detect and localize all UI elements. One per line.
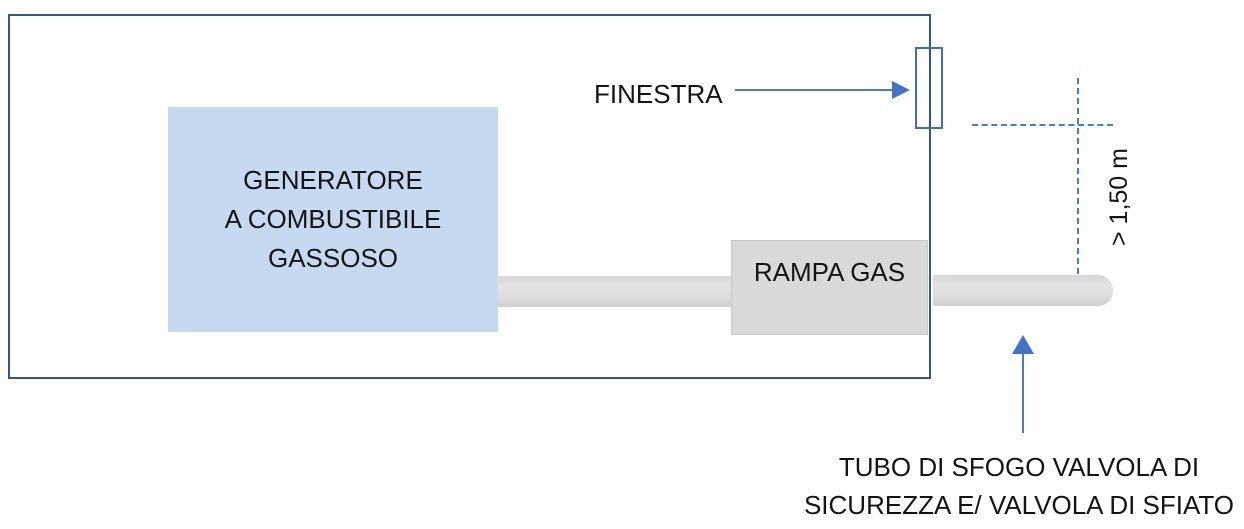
room-outline [8,14,931,379]
vent-pipe-label: TUBO DI SFOGO VALVOLA DI SICUREZZA E/ VA… [794,448,1244,524]
vent-arrow-line [1022,352,1024,433]
clearance-reference-horizontal [972,124,1113,126]
vent-pipe [933,275,1113,306]
generator-box: GENERATORE A COMBUSTIBILE GASSOSO [168,107,498,332]
gas-pipe-inner [498,276,733,307]
window-symbol [915,47,943,129]
clearance-label: > 1,50 m [1105,148,1133,246]
generator-label-line1: GENERATORE [243,165,423,195]
gas-train-label: RAMPA GAS [753,257,906,287]
generator-label-line3: GASSOSO [267,243,399,273]
window-label: FINESTRA [594,79,723,109]
gas-train-box: RAMPA GAS [731,240,928,335]
generator-label-line2: A COMBUSTIBILE [224,204,442,234]
vent-pipe-label-line2: SICUREZZA E/ VALVOLA DI SFIATO [803,490,1235,520]
vent-arrow-head-icon [1012,335,1034,354]
window-arrow-head-icon [892,81,910,99]
vent-pipe-label-line1: TUBO DI SFOGO VALVOLA DI [838,452,1200,482]
clearance-reference-vertical [1077,78,1079,274]
window-arrow-line [735,89,893,91]
